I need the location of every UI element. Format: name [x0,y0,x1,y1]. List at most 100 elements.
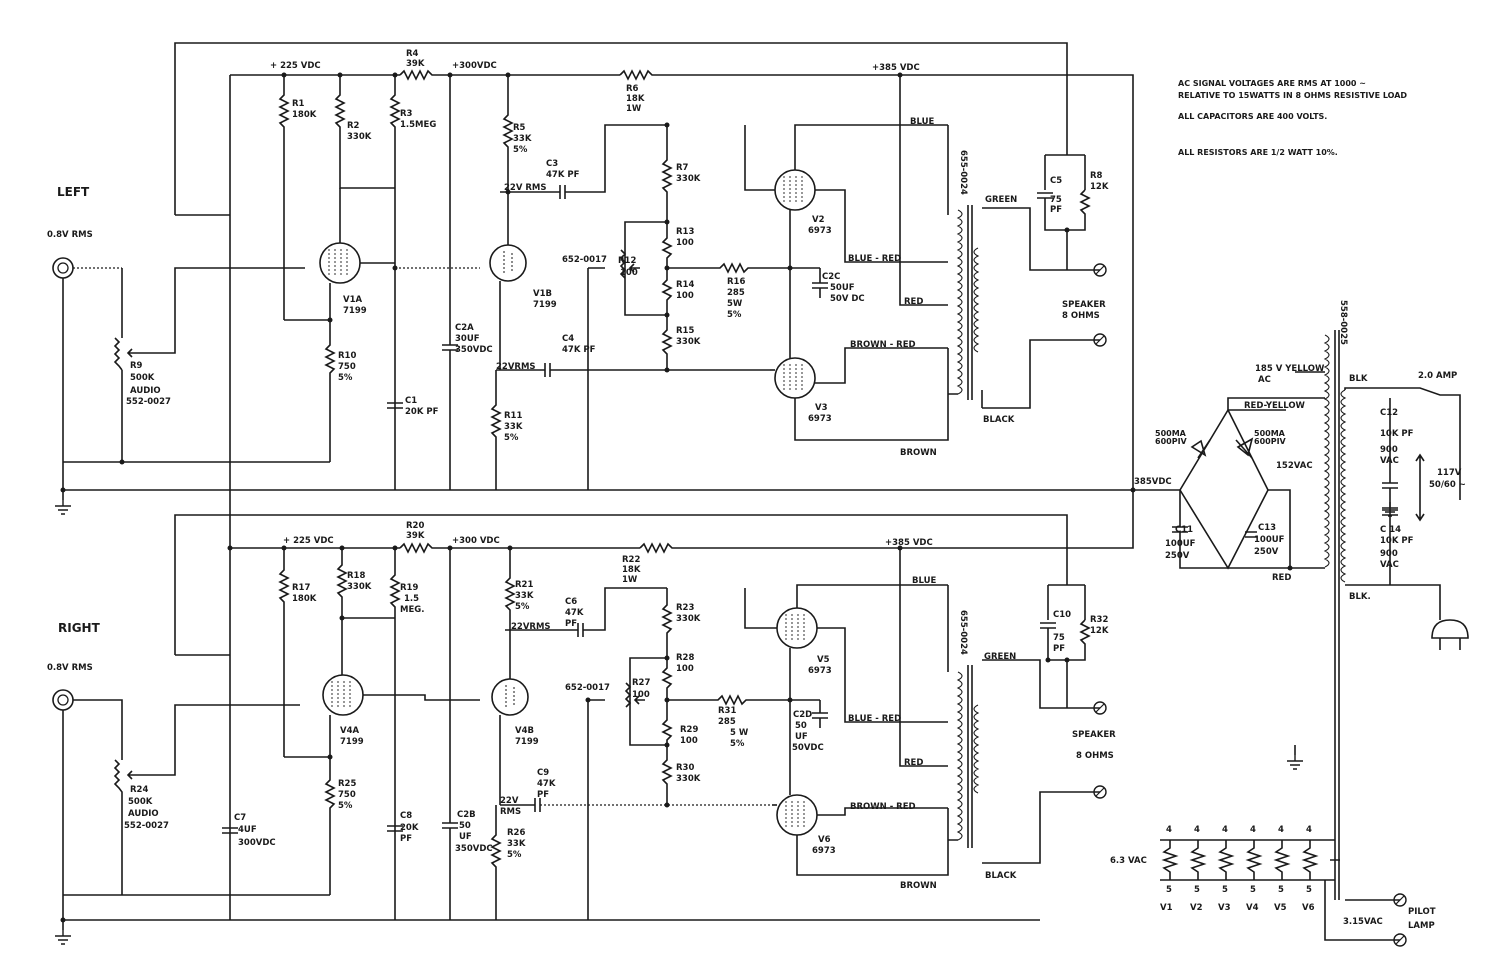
svg-text:5%: 5% [507,850,522,860]
svg-text:1.5: 1.5 [404,594,419,604]
r23-label: R23 [676,603,694,613]
r26-label: R26 [507,828,525,838]
r20-label: R20 [406,521,424,531]
svg-text:7199: 7199 [340,737,364,747]
psu-redyellow: RED-YELLOW [1244,401,1306,411]
svg-text:18K: 18K [622,565,641,575]
left-input-jack-icon [52,257,74,279]
heater-tube-v4: V4 [1246,903,1259,913]
v3-tube-icon [774,357,816,399]
right-input-jack-icon [52,689,74,711]
psu-blk2: BLK. [1349,592,1371,602]
svg-text:75: 75 [1050,195,1062,205]
r2-label: R2 [347,121,360,131]
v4a-tube-icon [322,674,364,716]
svg-text:5%: 5% [504,433,519,443]
v2-label: V2 [812,215,825,225]
svg-text:20K: 20K [400,823,419,833]
svg-text:5%: 5% [730,739,745,749]
left-rail-225: + 225 VDC [270,61,321,71]
r6-label: R6 [626,84,639,94]
right-wire-red: RED [904,758,923,768]
right-wire-brown: BROWN [900,881,937,891]
svg-text:6973: 6973 [808,414,832,424]
svg-text:47K: 47K [537,779,556,789]
r12-label: R12 [618,256,636,266]
svg-text:250V: 250V [1165,551,1190,561]
svg-text:7199: 7199 [343,306,367,316]
v4a-label: V4A [340,726,359,736]
svg-text:33K: 33K [513,134,532,144]
r28-label: R28 [676,653,694,663]
right-rail-225: + 225 VDC [283,536,334,546]
svg-text:4: 4 [1306,825,1312,835]
psu-mains: 117V [1437,468,1462,478]
r21-label: R21 [515,580,533,590]
right-channel: RIGHT 0.8V RMS R24 500K AUDIO 552-0027 +… [47,75,1134,945]
v1b-label: V1B [533,289,552,299]
svg-text:100: 100 [676,291,694,301]
svg-text:100: 100 [676,238,694,248]
right-wire-blue: BLUE [912,576,936,586]
v6-tube-icon [776,794,818,836]
svg-text:350VDC: 350VDC [455,345,493,355]
left-wire-brown: BROWN [900,448,937,458]
right-signal-2: 22V [500,796,519,806]
svg-text:4: 4 [1194,825,1200,835]
r4-label: R4 [406,49,419,59]
r17-label: R17 [292,583,310,593]
svg-text:1W: 1W [622,575,638,585]
svg-text:47K PF: 47K PF [562,345,596,355]
left-input-level: 0.8V RMS [47,230,93,240]
left-rail-385: +385 VDC [872,63,920,73]
note-line-1: AC SIGNAL VOLTAGES ARE RMS AT 1000 ~ [1178,79,1366,88]
v2-tube-icon [774,169,816,211]
svg-text:7199: 7199 [515,737,539,747]
psu-chassis-ground-icon [1286,754,1304,770]
svg-text:600PIV: 600PIV [1254,437,1287,446]
r8-label: R8 [1090,171,1103,181]
r1-label: R1 [292,99,305,109]
svg-text:12K: 12K [1090,182,1109,192]
left-channel: LEFT 0.8V RMS R9 500K AUDIO 552-0027 + 2… [47,42,1134,515]
svg-text:39K: 39K [406,531,425,541]
heater-tube-v3: V3 [1218,903,1231,913]
svg-text:50VDC: 50VDC [792,743,824,753]
right-rail-385: +385 VDC [885,538,933,548]
svg-text:33K: 33K [515,591,534,601]
svg-text:6973: 6973 [808,226,832,236]
r11-label: R11 [504,411,522,421]
svg-text:750: 750 [338,790,356,800]
svg-text:330K: 330K [347,582,372,592]
svg-text:UF: UF [459,832,472,842]
psu-xfmr-part: 558-0025 [1338,300,1348,345]
svg-text:10K PF: 10K PF [1380,536,1414,546]
svg-text:100: 100 [680,736,698,746]
svg-text:PF: PF [1050,205,1062,215]
svg-text:6973: 6973 [812,846,836,856]
svg-text:30UF: 30UF [455,334,480,344]
r9-label: R9 [130,361,143,371]
r24-label: R24 [130,785,148,795]
svg-text:330K: 330K [676,174,701,184]
svg-text:8 OHMS: 8 OHMS [1062,311,1100,321]
right-rail-300: +300 VDC [452,536,500,546]
left-pot-part: 652-0017 [562,255,607,265]
right-wire-bluered: BLUE - RED [848,714,901,724]
svg-text:12K: 12K [1090,626,1109,636]
r14-label: R14 [676,280,694,290]
svg-text:33K: 33K [507,839,526,849]
svg-text:PF: PF [537,790,549,800]
psu-blk1: BLK [1349,374,1368,384]
svg-text:PF: PF [400,834,412,844]
svg-text:285: 285 [727,288,745,298]
r10-label: R10 [338,351,356,361]
c1-label: C1 [405,396,417,406]
r27-label: R27 [632,678,650,688]
svg-text:350VDC: 350VDC [455,844,493,854]
c10-label: C10 [1053,610,1071,620]
v5-tube-icon [776,607,818,649]
left-xfmr-part: 655-0024 [958,150,968,195]
svg-text:10K PF: 10K PF [1380,429,1414,439]
svg-text:285: 285 [718,717,736,727]
